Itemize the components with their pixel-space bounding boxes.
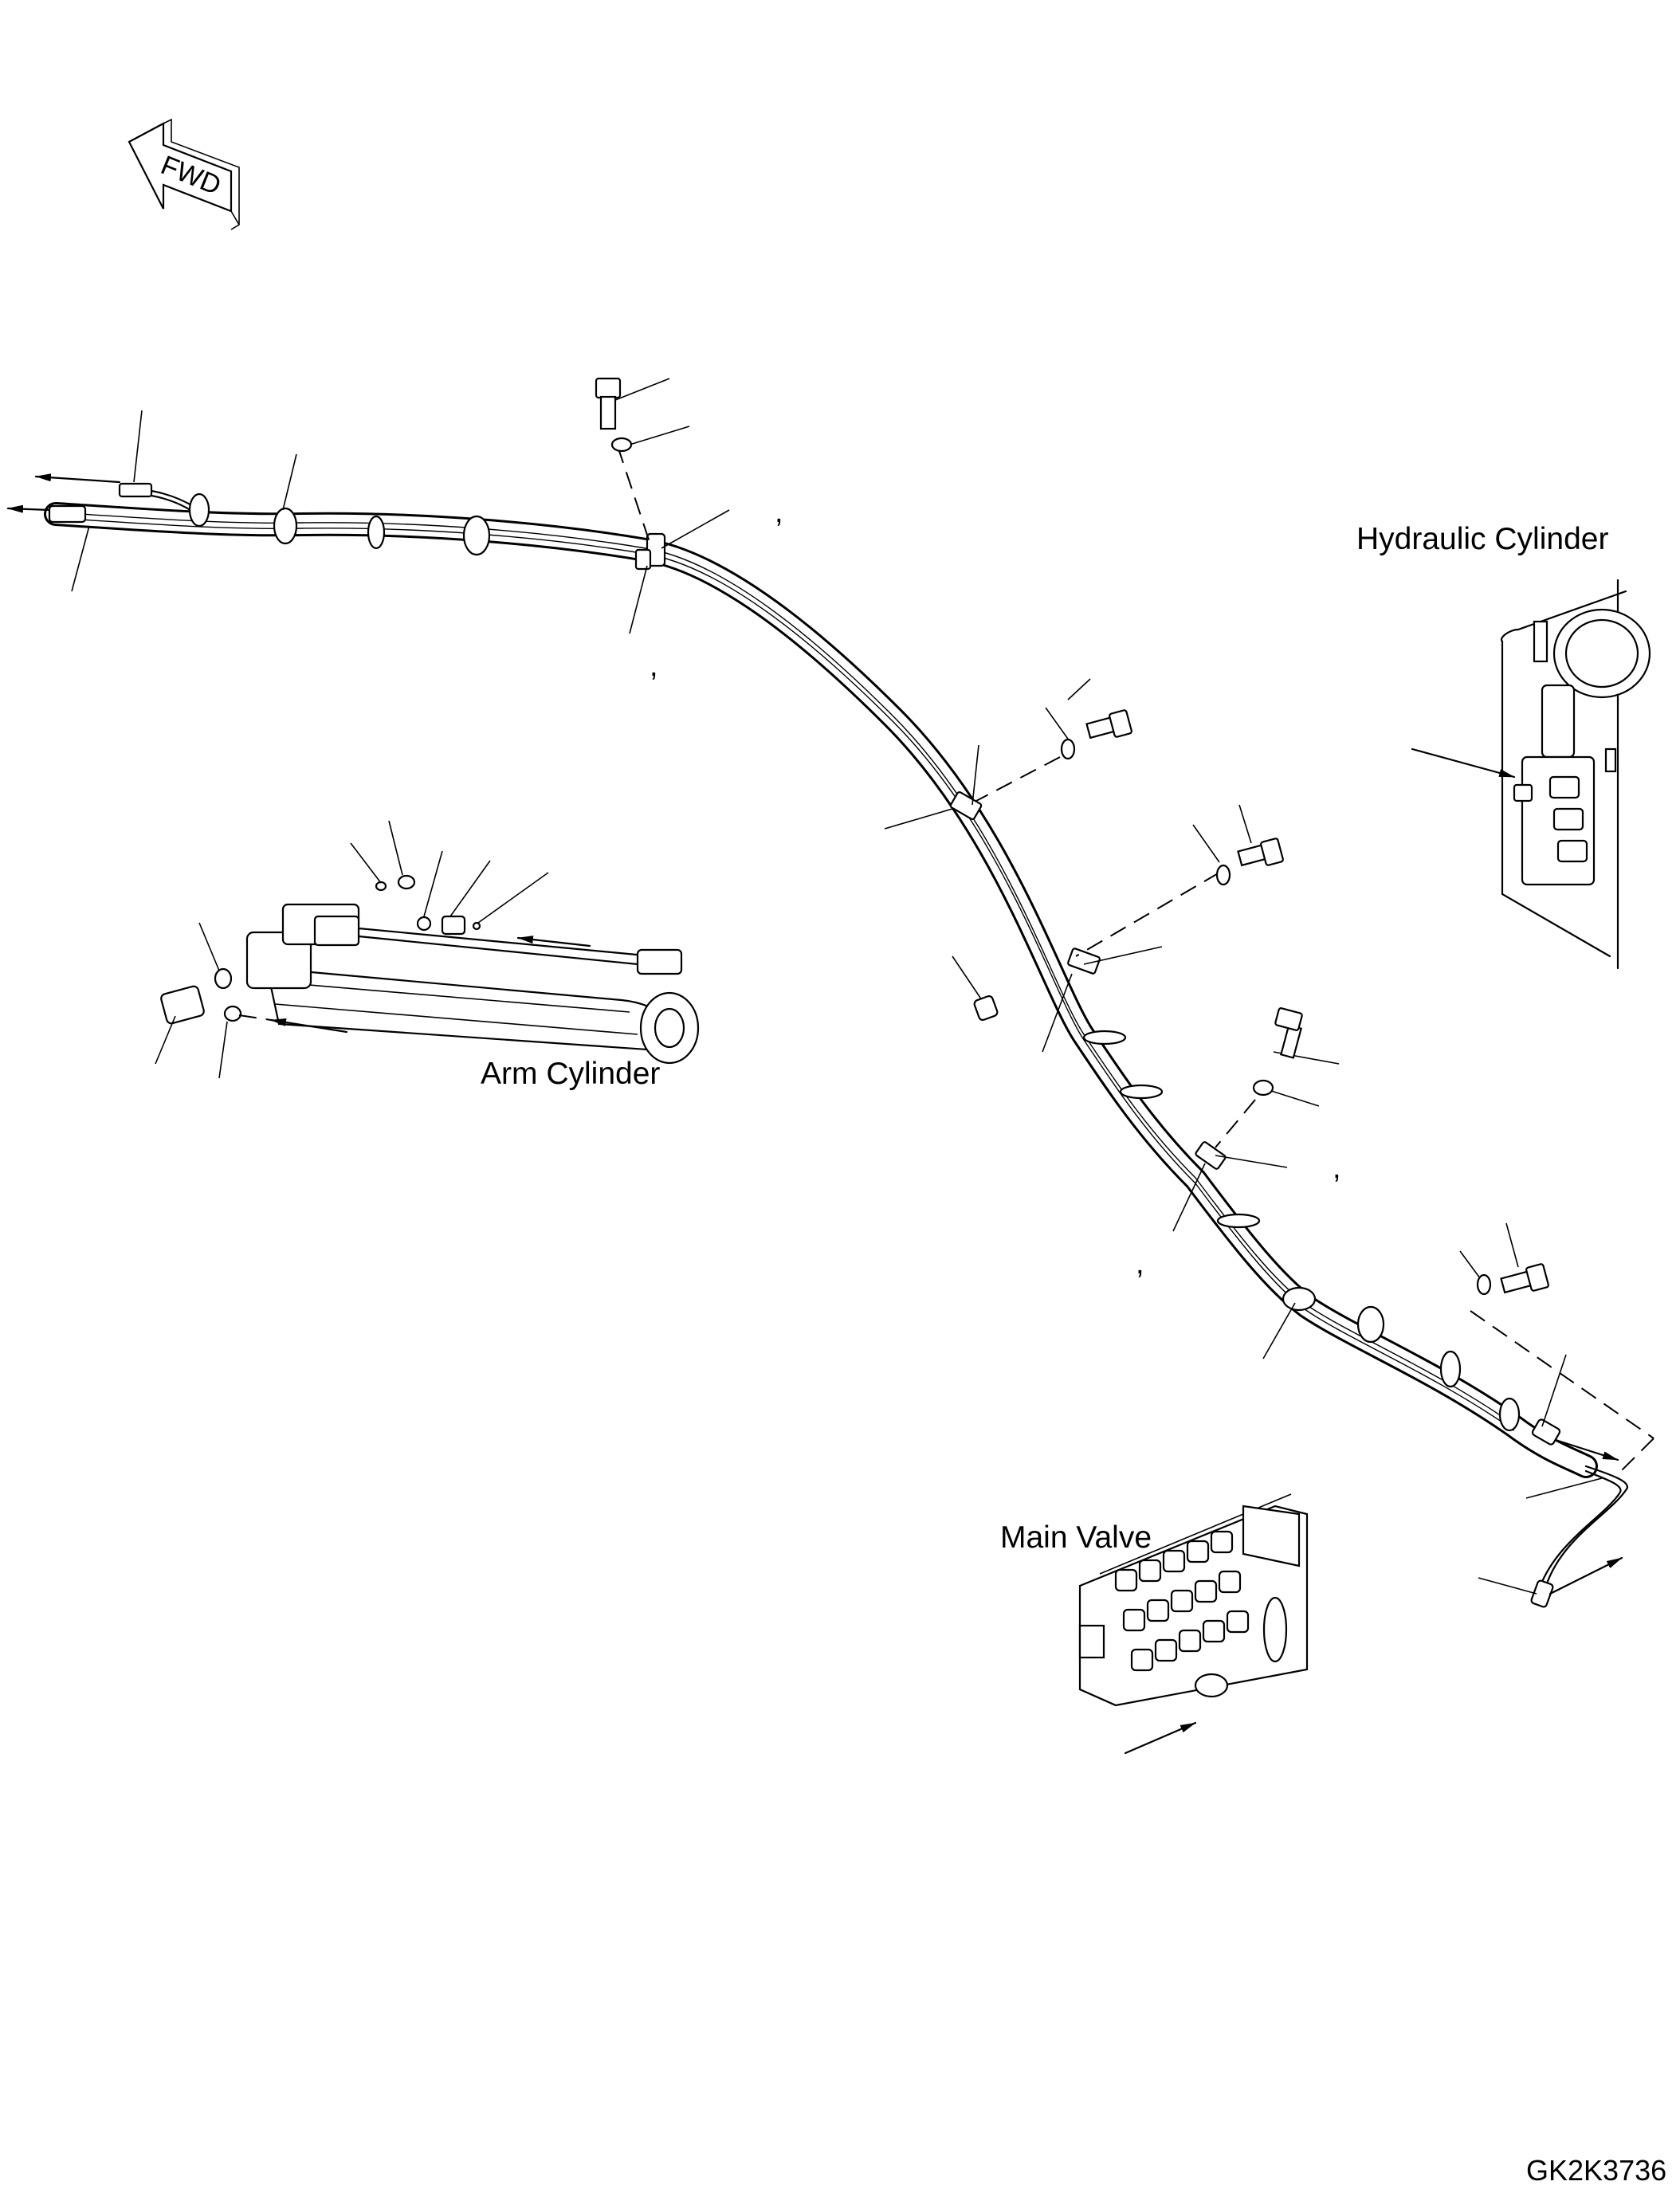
nut-mid — [973, 995, 999, 1022]
bolt-mid-3 — [1252, 1007, 1303, 1097]
hose-assembly — [44, 482, 1629, 1608]
main-valve-illustration — [1078, 1493, 1309, 1755]
bolt-washer-top — [595, 377, 633, 453]
bolt-washer-mid-1 — [1060, 709, 1132, 760]
main-valve-label: Main Valve — [1000, 1520, 1152, 1555]
leader-lines — [71, 378, 1603, 1595]
hydraulic-cylinder-label: Hydraulic Cylinder — [1356, 522, 1609, 556]
comma-2: , — [650, 649, 658, 683]
drawing-code: GK2K3736 — [1526, 2154, 1667, 2187]
arm-cylinder-label: Arm Cylinder — [481, 1057, 661, 1091]
comma-1: , — [775, 496, 783, 529]
fwd-arrow-icon — [128, 118, 240, 230]
hydraulic-cylinder-illustration — [1411, 579, 1651, 970]
comma-3: , — [1333, 1151, 1341, 1185]
bolt-washer-right — [1476, 1263, 1549, 1296]
comma-4: , — [1136, 1247, 1144, 1281]
bolt-washer-mid-2 — [1215, 838, 1284, 886]
arm-cylinder-illustration — [155, 820, 700, 1079]
